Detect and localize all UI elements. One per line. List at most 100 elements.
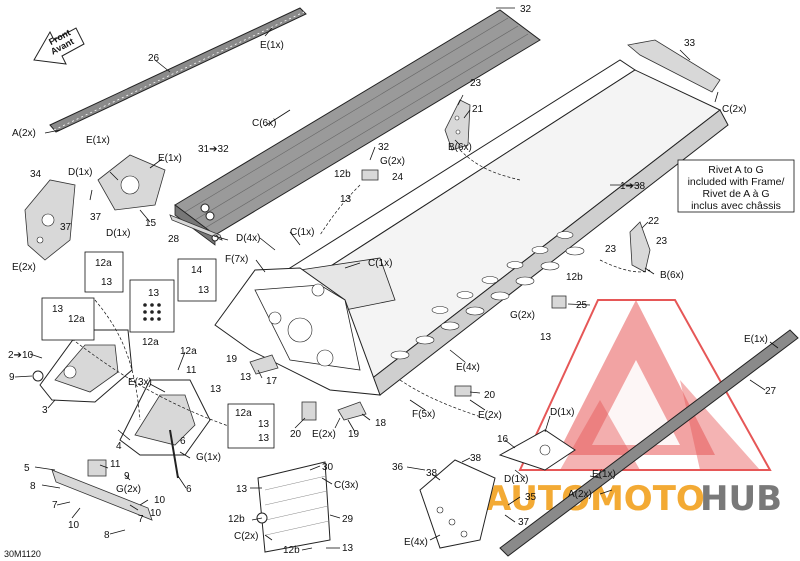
callout-d4x-a: D(4x) (236, 233, 260, 244)
routing-lines (59, 149, 651, 431)
callout-8-a: 8 (30, 481, 36, 492)
front-bracket-4 (119, 379, 211, 456)
callout-8-b: 8 (104, 530, 110, 541)
callout-e1x-d: E(1x) (744, 334, 768, 345)
callout-37-a: 37 (90, 212, 102, 223)
callout-22: 22 (648, 216, 660, 227)
callout-e3x: E(3x) (128, 377, 152, 388)
callout-c3x: C(3x) (334, 480, 358, 491)
callout-13-grid: 13 (148, 288, 160, 299)
tunnel-part (174, 9, 541, 246)
callout-36: 36 (392, 462, 404, 473)
callout-13-box: 13 (52, 304, 64, 315)
callout-g2x-mid: G(2x) (380, 156, 405, 167)
callout-13-box3: 13 (258, 433, 270, 444)
callout-2-10: 2➔10 (8, 350, 34, 361)
callout-6-b: 6 (186, 484, 192, 495)
callout-27: 27 (765, 386, 777, 397)
callout-12a-a: 12a (95, 258, 112, 269)
callout-e2x-a: E(2x) (12, 262, 36, 273)
callout-c1x-b: C(1x) (368, 258, 392, 269)
bracket-33 (627, 39, 721, 93)
callout-25: 25 (576, 300, 588, 311)
callout-38-b: 38 (470, 453, 482, 464)
tag-20-b (454, 385, 472, 397)
callout-e1x-rail: E(1x) (260, 40, 284, 51)
callout-12b-mid: 12b (334, 169, 351, 180)
callout-18: 18 (375, 418, 387, 429)
callout-17: 17 (266, 376, 278, 387)
callout-f7x: F(7x) (225, 254, 248, 265)
bracket-34 (24, 179, 76, 261)
bracket-24 (361, 169, 379, 181)
slide-rail-right (499, 329, 799, 557)
box-14-13 (177, 258, 217, 302)
plate-17 (249, 354, 279, 375)
callout-11-b: 11 (110, 459, 121, 470)
callout-3: 3 (42, 405, 48, 416)
callout-c2x-right: C(2x) (722, 104, 746, 115)
callout-37-b: 37 (60, 222, 72, 233)
callout-13-e: 13 (236, 484, 248, 495)
callout-g2x-b: G(2x) (116, 484, 141, 495)
callout-6-a: 6 (180, 436, 186, 447)
callout-30: 30 (322, 462, 334, 473)
callout-d1x-c: D(1x) (550, 407, 574, 418)
callout-11-a: 11 (186, 365, 197, 376)
callout-c1x-a: C(1x) (290, 227, 314, 238)
slide-rail-left (49, 7, 307, 133)
bracket-22 (629, 221, 651, 273)
plate-18 (337, 401, 367, 421)
bracket-16 (498, 429, 576, 471)
callout-23-a: 23 (470, 78, 482, 89)
callout-10-a: 10 (68, 520, 80, 531)
callout-g2x-r: G(2x) (510, 310, 535, 321)
callout-32-top: 32 (520, 4, 532, 15)
callout-c2x-b: C(2x) (234, 531, 258, 542)
callout-d1x-b: D(1x) (106, 228, 130, 239)
callout-24: 24 (392, 172, 404, 183)
callout-f5x: F(5x) (412, 409, 435, 420)
callout-e4x-b: E(4x) (404, 537, 428, 548)
callout-e2x-c: E(2x) (478, 410, 502, 421)
note-line-2: included with Frame/ (688, 176, 785, 188)
callout-13-f: 13 (342, 543, 354, 554)
callout-9-b: 9 (124, 471, 130, 482)
callout-4: 4 (116, 441, 122, 452)
callout-13-r: 13 (540, 332, 552, 343)
callout-e1x-b: E(1x) (158, 153, 182, 164)
callout-13-b: 13 (198, 285, 210, 296)
callout-28: 28 (168, 234, 180, 245)
bracket-38 (419, 459, 496, 549)
callout-32-mid: 32 (378, 142, 390, 153)
callout-d1x-a: D(1x) (68, 167, 92, 178)
callout-c6x: C(6x) (252, 118, 276, 129)
callout-37-c: 37 (518, 517, 530, 528)
callout-23-c: 23 (656, 236, 668, 247)
callout-15: 15 (145, 218, 157, 229)
callout-29: 29 (342, 514, 354, 525)
callout-33: 33 (684, 38, 696, 49)
callout-12b-a: 12b (228, 514, 245, 525)
callout-19-b: 19 (348, 429, 360, 440)
bracket-11 (87, 459, 107, 477)
callout-1-38: 1➔38 (620, 181, 646, 192)
callout-34: 34 (30, 169, 42, 180)
callout-9-a: 9 (9, 372, 15, 383)
callout-boxes (41, 251, 275, 449)
callout-13-mid: 13 (340, 194, 352, 205)
callout-13-a: 13 (101, 277, 113, 288)
callout-13-c: 13 (210, 384, 222, 395)
callout-b6x-b: B(6x) (660, 270, 684, 281)
note-line-3: Rivet de A à G (702, 188, 769, 200)
box-12a-13-b (227, 403, 275, 449)
callout-38-a: 38 (426, 468, 438, 479)
callout-12a-grid: 12a (142, 337, 159, 348)
callout-35: 35 (525, 492, 537, 503)
callout-7-b: 7 (138, 514, 144, 525)
callout-e2x-b: E(2x) (312, 429, 336, 440)
callout-12a-box: 12a (68, 314, 85, 325)
callout-d1x-d: D(1x) (504, 474, 528, 485)
callout-14: 14 (191, 265, 203, 276)
